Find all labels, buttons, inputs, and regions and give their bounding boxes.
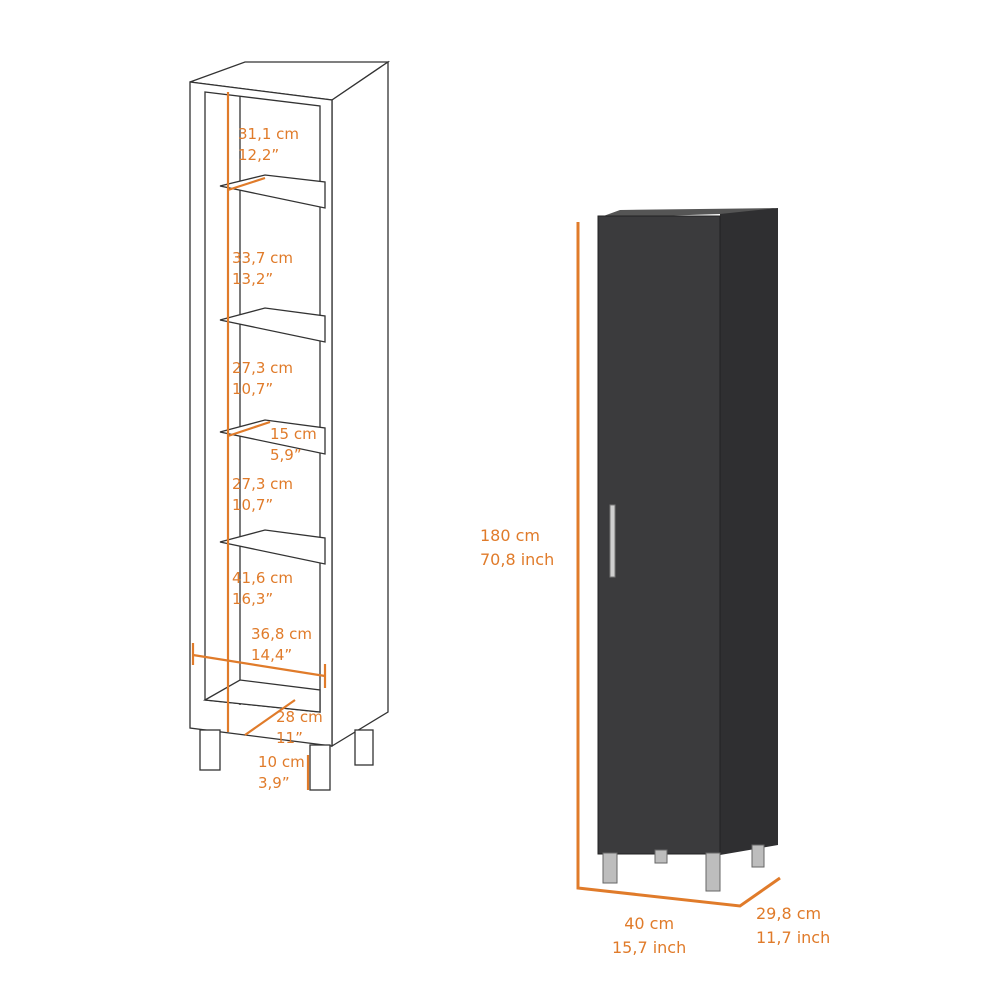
interior-dimension-lines bbox=[191, 92, 327, 790]
legs bbox=[199, 729, 374, 791]
door-handle-icon bbox=[609, 504, 616, 578]
legs-dark bbox=[602, 844, 765, 892]
overall-dimension-lines bbox=[576, 222, 781, 908]
closed-cabinet-drawing bbox=[597, 208, 778, 892]
cabinet-door bbox=[597, 215, 721, 855]
cabinet-side bbox=[331, 60, 389, 748]
cabinet-side-dark bbox=[720, 208, 778, 855]
